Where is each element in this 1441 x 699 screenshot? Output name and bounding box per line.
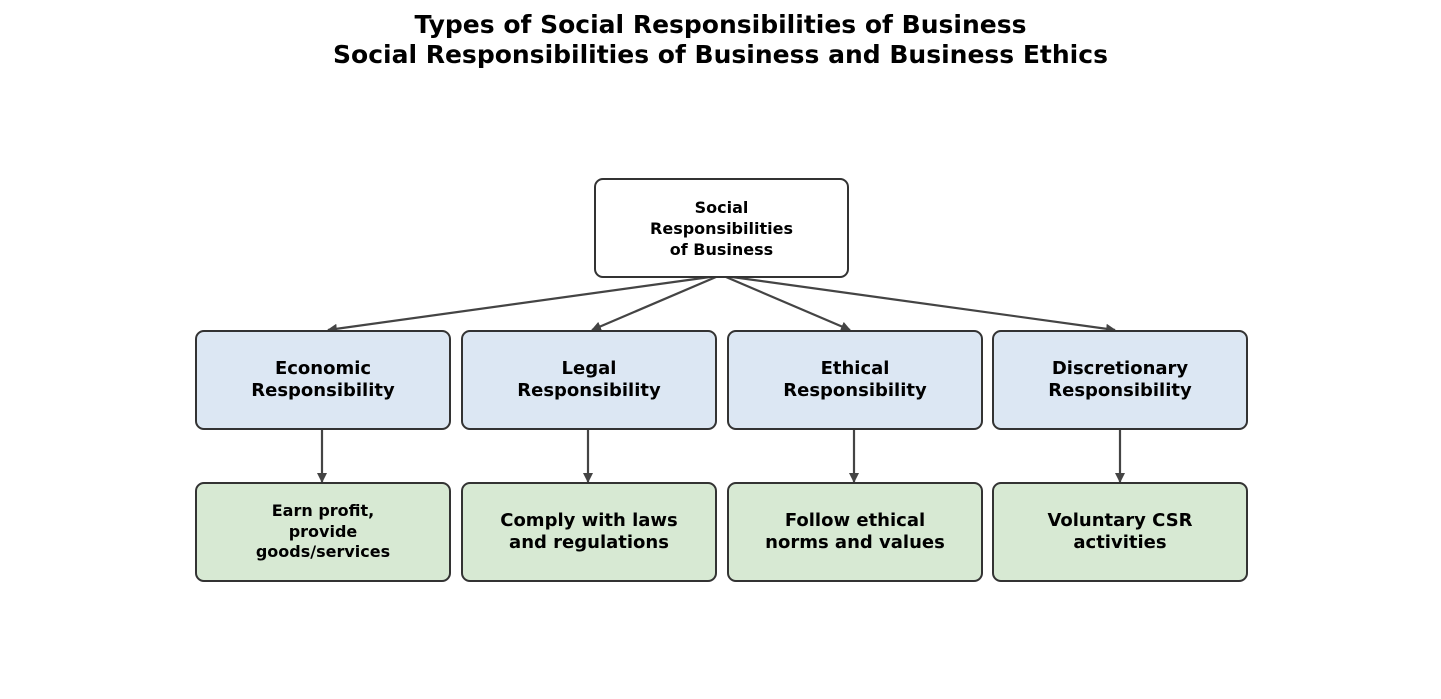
follow-ethical-line-2: norms and values xyxy=(765,532,945,553)
legal-label-line-2: Responsibility xyxy=(517,380,661,401)
arrow-root-to-discretionary xyxy=(731,275,1116,334)
node-follow-ethical-norms: Follow ethical norms and values xyxy=(727,482,983,582)
node-economic-responsibility: Economic Responsibility xyxy=(195,330,451,430)
root-label-line-1: Social xyxy=(694,197,749,217)
root-label-line-2: Responsibilities xyxy=(650,218,793,238)
title-line-1: Types of Social Responsibilities of Busi… xyxy=(414,10,1027,39)
voluntary-csr-line-2: activities xyxy=(1073,532,1167,553)
ethical-label-line-1: Ethical xyxy=(820,358,890,379)
follow-ethical-line-1: Follow ethical xyxy=(784,510,926,531)
earn-profit-line-3: goods/services xyxy=(255,542,391,562)
economic-label-line-1: Economic xyxy=(274,358,372,379)
node-ethical-responsibility: Ethical Responsibility xyxy=(727,330,983,430)
voluntary-csr-line-1: Voluntary CSR xyxy=(1047,510,1193,531)
root-label-line-3: of Business xyxy=(669,239,774,259)
root-node-social-responsibilities: Social Responsibilities of Business xyxy=(594,178,849,278)
ethical-label-line-2: Responsibility xyxy=(783,380,927,401)
discretionary-label-line-1: Discretionary xyxy=(1051,358,1189,379)
arrow-root-to-ethical xyxy=(725,275,851,332)
economic-label-line-2: Responsibility xyxy=(251,380,395,401)
comply-line-2: and regulations xyxy=(509,532,669,553)
earn-profit-line-1: Earn profit, xyxy=(271,501,375,521)
node-legal-responsibility: Legal Responsibility xyxy=(461,330,717,430)
node-discretionary-responsibility: Discretionary Responsibility xyxy=(992,330,1248,430)
earn-profit-line-2: provide xyxy=(288,521,358,541)
diagram-title: Types of Social Responsibilities of Busi… xyxy=(0,10,1441,70)
discretionary-label-line-2: Responsibility xyxy=(1048,380,1192,401)
comply-line-1: Comply with laws xyxy=(500,510,678,531)
node-comply-with-laws: Comply with laws and regulations xyxy=(461,482,717,582)
node-earn-profit: Earn profit, provide goods/services xyxy=(195,482,451,582)
arrow-root-to-legal xyxy=(591,275,717,332)
node-voluntary-csr: Voluntary CSR activities xyxy=(992,482,1248,582)
legal-label-line-1: Legal xyxy=(561,358,617,379)
arrow-root-to-economic xyxy=(327,275,711,334)
title-line-2: Social Responsibilities of Business and … xyxy=(333,40,1108,69)
